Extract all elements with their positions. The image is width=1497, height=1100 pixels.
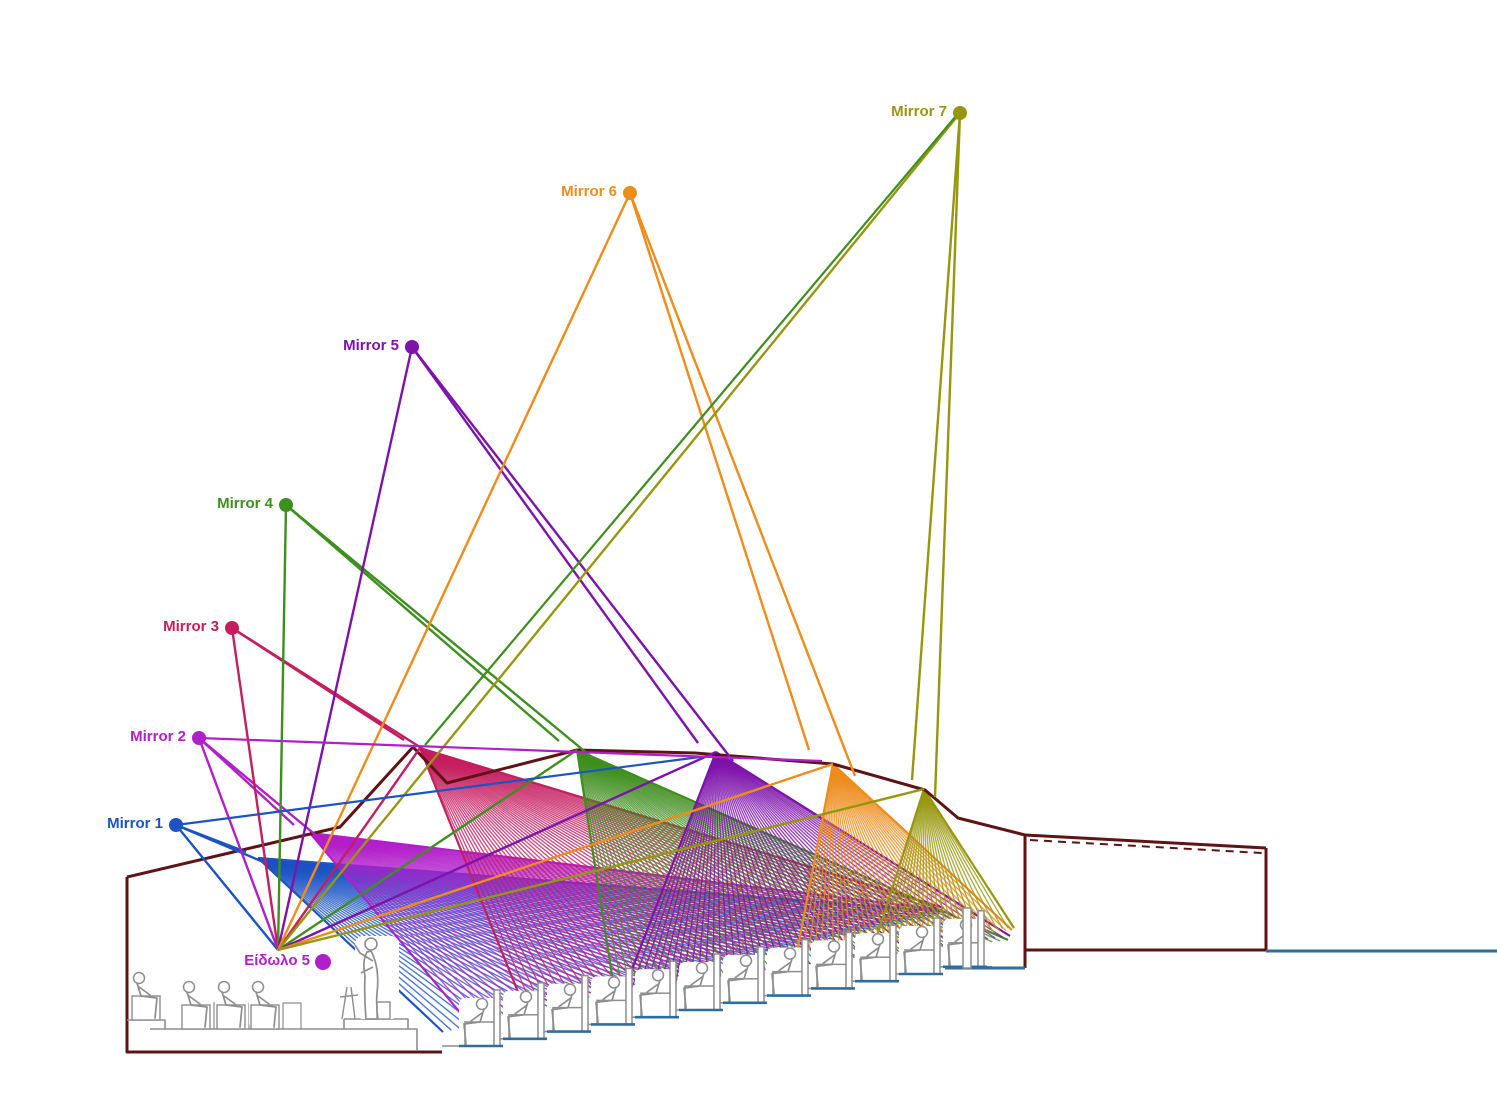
- mirror-6-dot: [623, 186, 637, 200]
- mirror-dots: [169, 106, 967, 970]
- mirror-4-dot: [279, 498, 293, 512]
- image-point-dot: [315, 954, 331, 970]
- beam-mirror-7: [875, 788, 1015, 937]
- mirror-5-dot: [405, 340, 419, 354]
- mirror-2-dot: [192, 731, 206, 745]
- audience-tiers: [459, 907, 987, 1048]
- rays: [175, 112, 962, 952]
- mirror-3-dot: [225, 621, 239, 635]
- mirror-7-dot: [953, 106, 967, 120]
- mirror-1-dot: [169, 818, 183, 832]
- audience-front: [130, 971, 302, 1030]
- lecturer: [339, 936, 399, 1020]
